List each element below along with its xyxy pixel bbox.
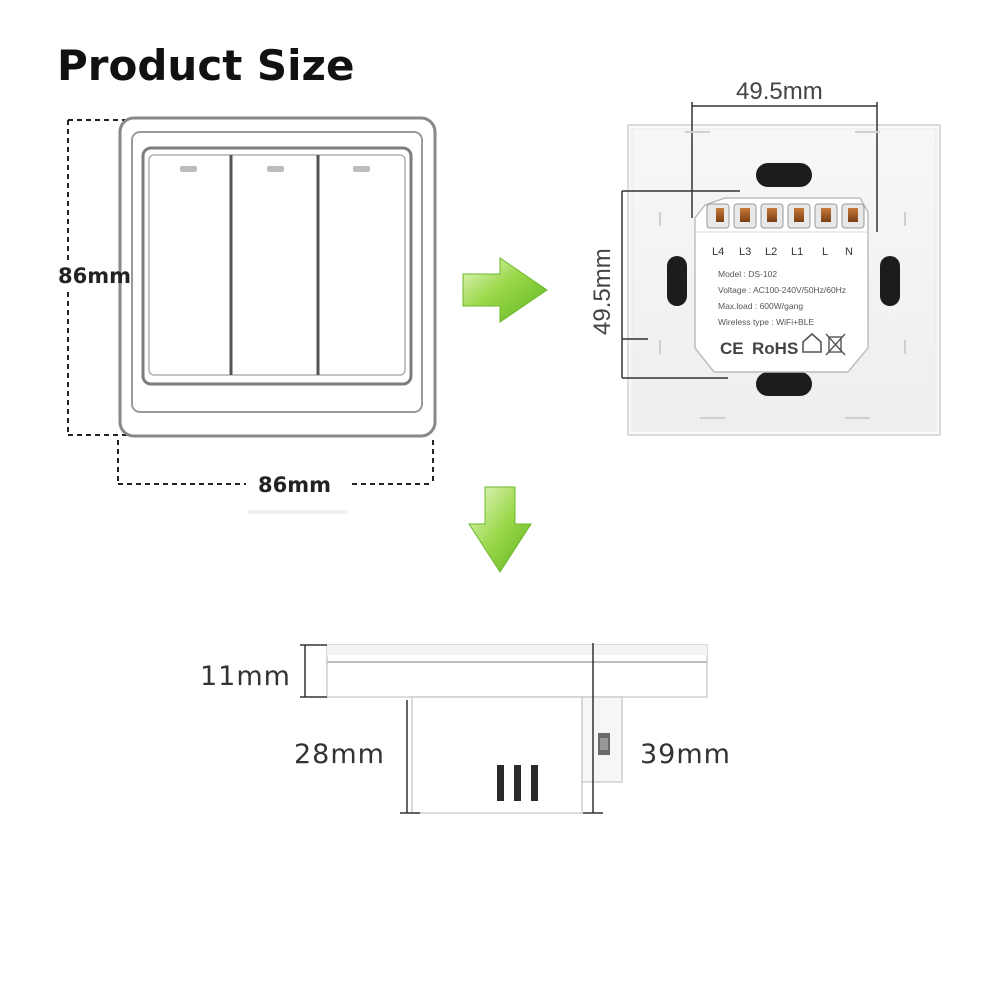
arrow-down-icon (468, 486, 532, 573)
terminal-label: L2 (765, 246, 777, 258)
back-top-spacing-label: 49.5mm (736, 78, 823, 105)
side-view: 11mm 28mm 39mm (200, 643, 731, 814)
relay-module (694, 197, 869, 373)
mount-slot (756, 163, 812, 187)
voltage-text: Voltage : AC100-240V/50Hz/60Hz (718, 285, 846, 295)
page-title: Product Size (57, 41, 355, 90)
front-height-label: 86mm (58, 264, 131, 288)
terminal-block (706, 203, 865, 229)
bin-crossed-icon (825, 333, 846, 356)
house-icon (802, 332, 822, 353)
terminal-label: L (822, 246, 828, 258)
rohs-mark: RoHS (752, 339, 798, 358)
led-indicator (267, 166, 284, 172)
vent-slot (497, 765, 504, 801)
led-indicator (180, 166, 197, 172)
wireless-text: Wireless type : WiFi+BLE (718, 317, 814, 327)
total-depth-label: 39mm (640, 739, 731, 770)
back-side-spacing-label: 49.5mm (589, 248, 616, 335)
vent-slot (531, 765, 538, 801)
front-view: 86mm 86mm (58, 116, 437, 514)
front-width-label: 86mm (258, 473, 331, 497)
plate-thickness-label: 11mm (200, 661, 291, 692)
maxload-text: Max.load : 600W/gang (718, 301, 803, 311)
terminal-label: N (845, 246, 853, 258)
back-view: 49.5mm 49.5mm (589, 78, 941, 436)
terminal-label: L1 (791, 246, 803, 258)
box-depth-label: 28mm (294, 739, 385, 770)
terminal-label: L4 (712, 246, 724, 258)
arrow-right-icon (462, 257, 548, 323)
model-text: Model : DS-102 (718, 269, 777, 279)
mount-slot (880, 256, 900, 306)
mount-slot (667, 256, 687, 306)
led-indicator (353, 166, 370, 172)
ce-mark: CE (720, 339, 744, 358)
vent-slot (514, 765, 521, 801)
mount-slot (756, 372, 812, 396)
terminal-label: L3 (739, 246, 751, 258)
